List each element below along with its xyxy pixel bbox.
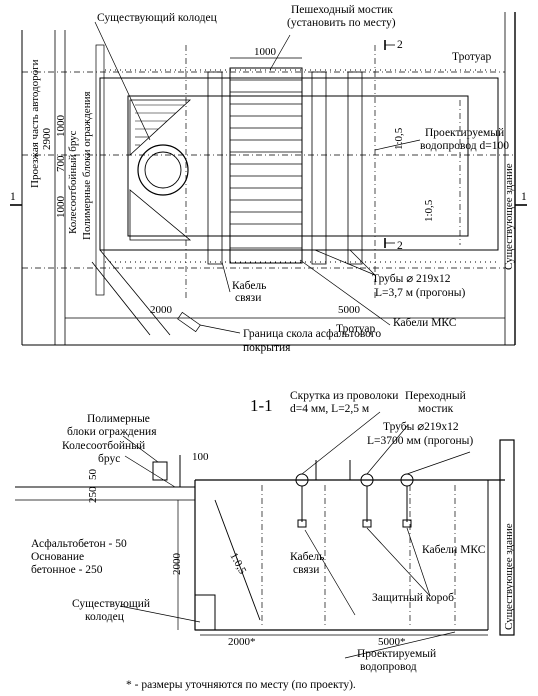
dim-2000: 2000* (228, 636, 256, 648)
dim-5000: 5000* (378, 636, 406, 648)
label-water-2: водопровод (360, 661, 417, 673)
footnote: * - размеры уточняются по месту (по прое… (126, 679, 356, 691)
section-2-bottom: 2 (397, 240, 403, 252)
label-water-1: Проектируемый (357, 648, 436, 660)
plan-view: Существующий колодец Пешеходный мостик (… (10, 4, 527, 354)
dim-2000: 2000 (150, 304, 173, 316)
section-view: 1-1 Скрутка из проволоки d=4 мм, L=2,5 м… (15, 390, 515, 673)
label-slope: 1:0,5 (227, 551, 248, 577)
label-pipes: Трубы ⌀219х12 (383, 421, 459, 433)
dim-depth-2000: 2000 (171, 553, 183, 576)
label-asphalt-edge-1: Граница скола асфальтового (243, 328, 381, 340)
dim-1000-b: 1000 (55, 196, 67, 219)
label-transit-2: мостик (418, 403, 454, 415)
label-asphalt-edge-2: покрытия (243, 342, 291, 354)
label-water-1: Проектируемый (425, 127, 504, 139)
section-1-left: 1 (10, 191, 16, 203)
dim-250: 250 (87, 486, 99, 503)
label-transit-1: Переходный (405, 390, 466, 402)
label-twist-1: Скрутка из проволоки (290, 390, 398, 402)
label-pipes: Трубы ⌀ 219х12 (372, 273, 451, 285)
dim-road-width: 2900 (41, 128, 53, 151)
label-existing-well-1: Существующий (72, 598, 150, 610)
label-comm-cable-1: Кабель (290, 551, 324, 563)
section-1-right: 1 (521, 191, 527, 203)
label-asphalt: Асфальтобетон - 50 (31, 538, 127, 550)
slope-b: 1:0,5 (423, 199, 435, 222)
label-mks-cables: Кабели МКС (422, 544, 486, 556)
section-title: 1-1 (250, 396, 273, 415)
label-existing-well: Существующий колодец (97, 12, 217, 24)
label-sidewalk-bottom: Тротуар (336, 323, 376, 335)
label-ped-bridge-1: Пешеходный мостик (291, 4, 393, 16)
label-road-part: Проезжая часть автодороги (29, 59, 41, 188)
label-comm-cable-2: связи (293, 564, 319, 576)
label-existing-well-2: колодец (85, 611, 124, 623)
label-pipes-len: L=3,7 м (прогоны) (375, 287, 465, 299)
label-existing-building: Существующее здание (503, 163, 515, 270)
label-water-2: водопровод d=100 (420, 140, 509, 152)
label-base-1: Основание (31, 551, 84, 563)
dim-700: 700 (55, 155, 67, 172)
label-twist-2: d=4 мм, L=2,5 м (290, 403, 370, 415)
slope-a: 1:0,5 (393, 127, 405, 150)
label-comm-cable-2: связи (235, 292, 261, 304)
label-ped-bridge-2: (установить по месту) (287, 17, 396, 29)
label-mks-cables: Кабели МКС (393, 317, 457, 329)
label-wheel-beam: Колесоотбойный брус (67, 130, 79, 234)
dim-100: 100 (192, 451, 209, 463)
label-polymer-blocks: Полимерные блоки ограждения (81, 91, 93, 240)
dim-5000: 5000 (338, 304, 361, 316)
label-comm-cable-1: Кабель (232, 280, 266, 292)
label-protective-box: Защитный короб (372, 592, 454, 604)
label-beam-2: брус (98, 453, 120, 465)
label-base-2: бетонное - 250 (31, 564, 103, 576)
label-sidewalk-top: Тротуар (452, 51, 492, 63)
dim-1000-top: 1000 (254, 46, 277, 58)
label-polymer-1: Полимерные (87, 413, 150, 425)
dim-50: 50 (87, 469, 99, 481)
label-polymer-2: блоки ограждения (67, 426, 157, 438)
dim-1000-a: 1000 (55, 115, 67, 138)
label-existing-building: Существующее здание (503, 523, 515, 630)
label-pipes-len: L=3700 мм (прогоны) (367, 435, 473, 447)
label-beam-1: Колесоотбойный (62, 440, 145, 452)
section-2-top: 2 (397, 39, 403, 51)
